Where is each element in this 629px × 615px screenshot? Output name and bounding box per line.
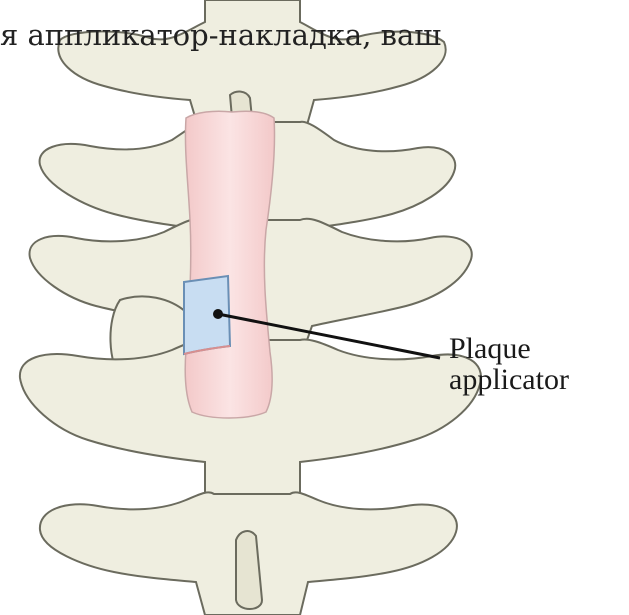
caption-text: я аппликатор-накладка, ваш bbox=[0, 18, 441, 52]
caption-text-row: я аппликатор-накладка, ваш bbox=[0, 17, 629, 53]
label-line-2: applicator bbox=[449, 364, 627, 395]
plaque-applicator-label: Plaque applicator bbox=[449, 333, 627, 395]
spinal-canal bbox=[185, 111, 274, 418]
label-line-1: Plaque bbox=[449, 333, 627, 364]
